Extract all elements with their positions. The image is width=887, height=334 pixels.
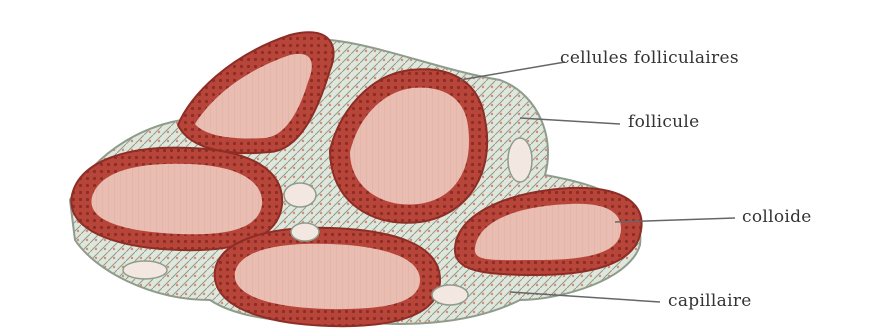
label-capillaire: capillaire [668, 291, 752, 311]
label-colloide: colloide [742, 207, 812, 227]
label-follicule: follicule [628, 112, 700, 132]
follicle-left [71, 148, 282, 251]
leader-line-cellules [460, 62, 565, 80]
follicle-bottom [215, 228, 440, 326]
label-cellules-folliculaires: cellules folliculaires [560, 48, 739, 68]
